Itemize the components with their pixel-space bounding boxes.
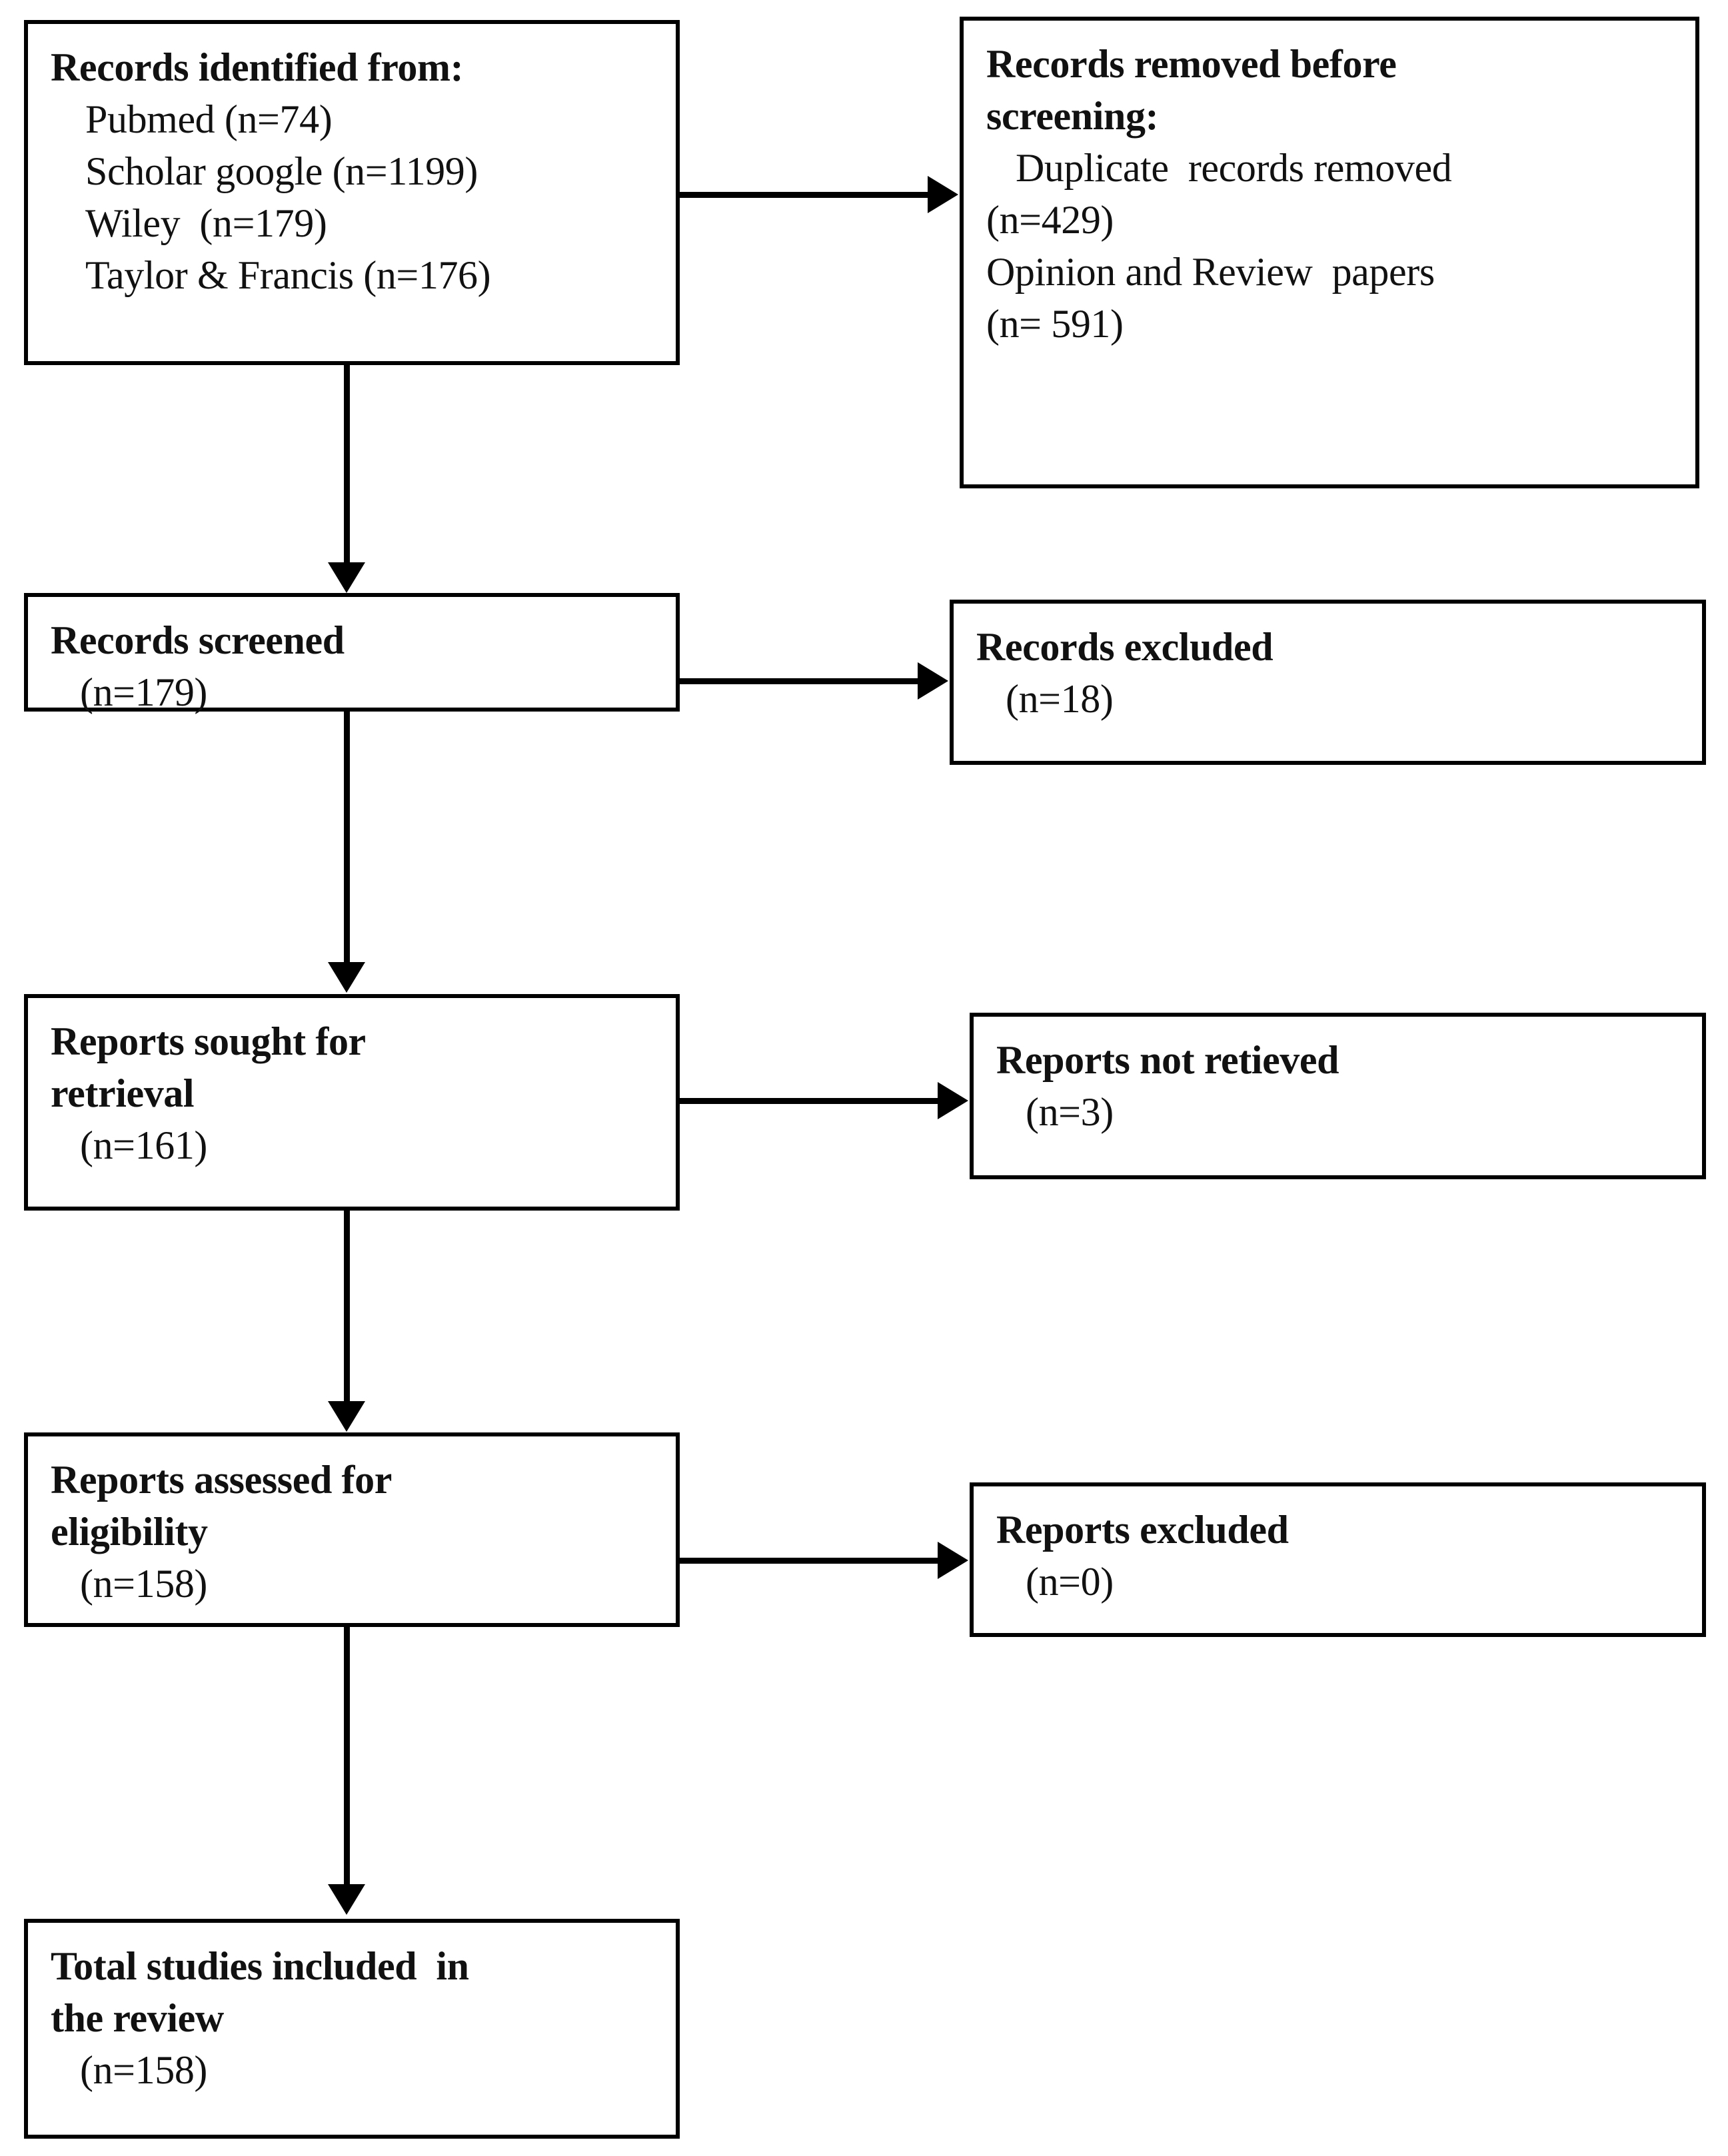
- opinion-review-papers-label: Opinion and Review papers: [986, 250, 1435, 294]
- total-included-heading-line-1: Total studies included in: [51, 1944, 469, 1988]
- reports-excluded-heading: Reports excluded: [996, 1508, 1289, 1552]
- node-reports-assessed-for-eligibility: Reports assessed for eligibility (n=158): [24, 1432, 680, 1627]
- records-identified-heading: Records identified from:: [51, 45, 464, 89]
- records-screened-count: (n=179): [80, 670, 207, 714]
- reports-excluded-count: (n=0): [1026, 1560, 1114, 1604]
- connector-screened-to-sought: [344, 712, 350, 965]
- records-identified-source-scholar-google: Scholar google (n=1199): [85, 149, 478, 193]
- arrowhead-assessed-to-reports-excluded: [938, 1542, 968, 1579]
- arrowhead-assessed-to-total-included: [328, 1884, 365, 1915]
- connector-identified-to-removed: [680, 192, 928, 198]
- node-records-identified: Records identified from: Pubmed (n=74) S…: [24, 20, 680, 365]
- arrowhead-sought-to-not-retrieved: [938, 1082, 968, 1119]
- reports-assessed-count: (n=158): [80, 1562, 207, 1606]
- reports-assessed-heading-line-1: Reports assessed for: [51, 1458, 392, 1502]
- connector-screened-to-excluded: [680, 678, 918, 684]
- connector-sought-to-not-retrieved: [680, 1098, 938, 1104]
- node-records-removed-before-screening: Records removed before screening: Duplic…: [960, 17, 1699, 488]
- records-identified-source-taylor-francis: Taylor & Francis (n=176): [85, 253, 491, 297]
- total-included-count: (n=158): [80, 2048, 207, 2092]
- total-included-heading-line-2: the review: [51, 1996, 224, 2040]
- records-removed-heading-line-1: Records removed before: [986, 42, 1397, 86]
- duplicate-records-removed-count: (n=429): [986, 198, 1114, 242]
- node-records-excluded: Records excluded (n=18): [950, 600, 1706, 765]
- node-reports-not-retrieved: Reports not retieved (n=3): [970, 1013, 1706, 1179]
- connector-assessed-to-reports-excluded: [680, 1558, 938, 1564]
- node-records-screened: Records screened (n=179): [24, 593, 680, 714]
- records-screened-heading: Records screened: [51, 618, 345, 662]
- records-identified-source-pubmed: Pubmed (n=74): [85, 97, 333, 141]
- arrowhead-identified-to-screened: [328, 562, 365, 593]
- records-excluded-count: (n=18): [1006, 677, 1114, 721]
- records-identified-source-wiley: Wiley (n=179): [85, 201, 327, 245]
- opinion-review-papers-count: (n= 591): [986, 302, 1124, 346]
- arrowhead-screened-to-excluded: [918, 662, 948, 700]
- arrowhead-sought-to-assessed: [328, 1401, 365, 1432]
- connector-sought-to-assessed: [344, 1211, 350, 1404]
- reports-sought-heading-line-1: Reports sought for: [51, 1019, 366, 1063]
- arrowhead-identified-to-removed: [928, 176, 958, 213]
- reports-not-retrieved-count: (n=3): [1026, 1090, 1114, 1134]
- reports-sought-count: (n=161): [80, 1123, 207, 1167]
- connector-identified-to-screened: [344, 365, 350, 565]
- arrowhead-screened-to-sought: [328, 962, 365, 993]
- node-reports-excluded: Reports excluded (n=0): [970, 1482, 1706, 1637]
- reports-sought-heading-line-2: retrieval: [51, 1071, 195, 1115]
- records-excluded-heading: Records excluded: [976, 625, 1274, 669]
- reports-not-retrieved-heading: Reports not retieved: [996, 1038, 1339, 1082]
- reports-assessed-heading-line-2: eligibility: [51, 1510, 208, 1554]
- node-total-studies-included: Total studies included in the review (n=…: [24, 1919, 680, 2139]
- records-removed-heading-line-2: screening:: [986, 94, 1159, 138]
- duplicate-records-removed-label: Duplicate records removed: [1016, 146, 1452, 190]
- connector-assessed-to-total-included: [344, 1627, 350, 1887]
- node-reports-sought-for-retrieval: Reports sought for retrieval (n=161): [24, 994, 680, 1211]
